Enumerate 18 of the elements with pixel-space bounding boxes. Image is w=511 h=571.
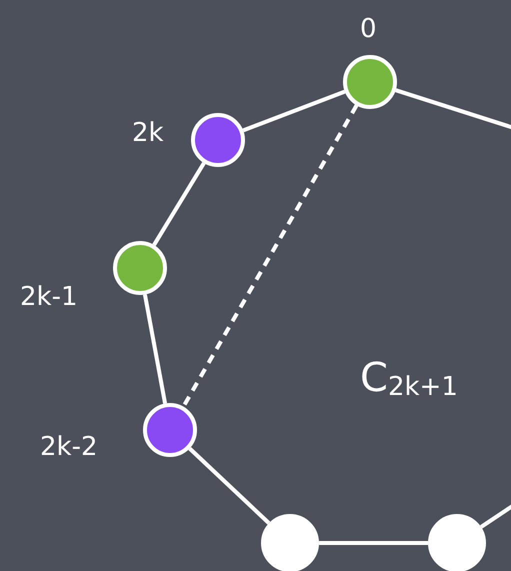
vertex-label: 0 — [360, 14, 377, 44]
vertex-label: 2k-2 — [40, 432, 98, 462]
edge-line — [319, 541, 428, 545]
cycle-label: C$_{2k+1}$ — [360, 355, 458, 402]
vertex-circle — [343, 55, 397, 109]
vertex-circle — [261, 514, 319, 571]
dashed-edge — [182, 104, 358, 408]
edge-line — [142, 294, 168, 404]
edge-line — [242, 90, 346, 132]
edge-line — [395, 88, 511, 130]
edge-line — [152, 162, 206, 246]
vertex-circle — [143, 403, 197, 457]
vertex-circle — [191, 113, 245, 167]
vertex-circle — [113, 241, 167, 295]
edge-line — [480, 503, 511, 529]
edge-line — [188, 447, 270, 525]
vertex-label: 2k-1 — [20, 282, 78, 312]
vertex-label: 2k — [132, 118, 164, 148]
